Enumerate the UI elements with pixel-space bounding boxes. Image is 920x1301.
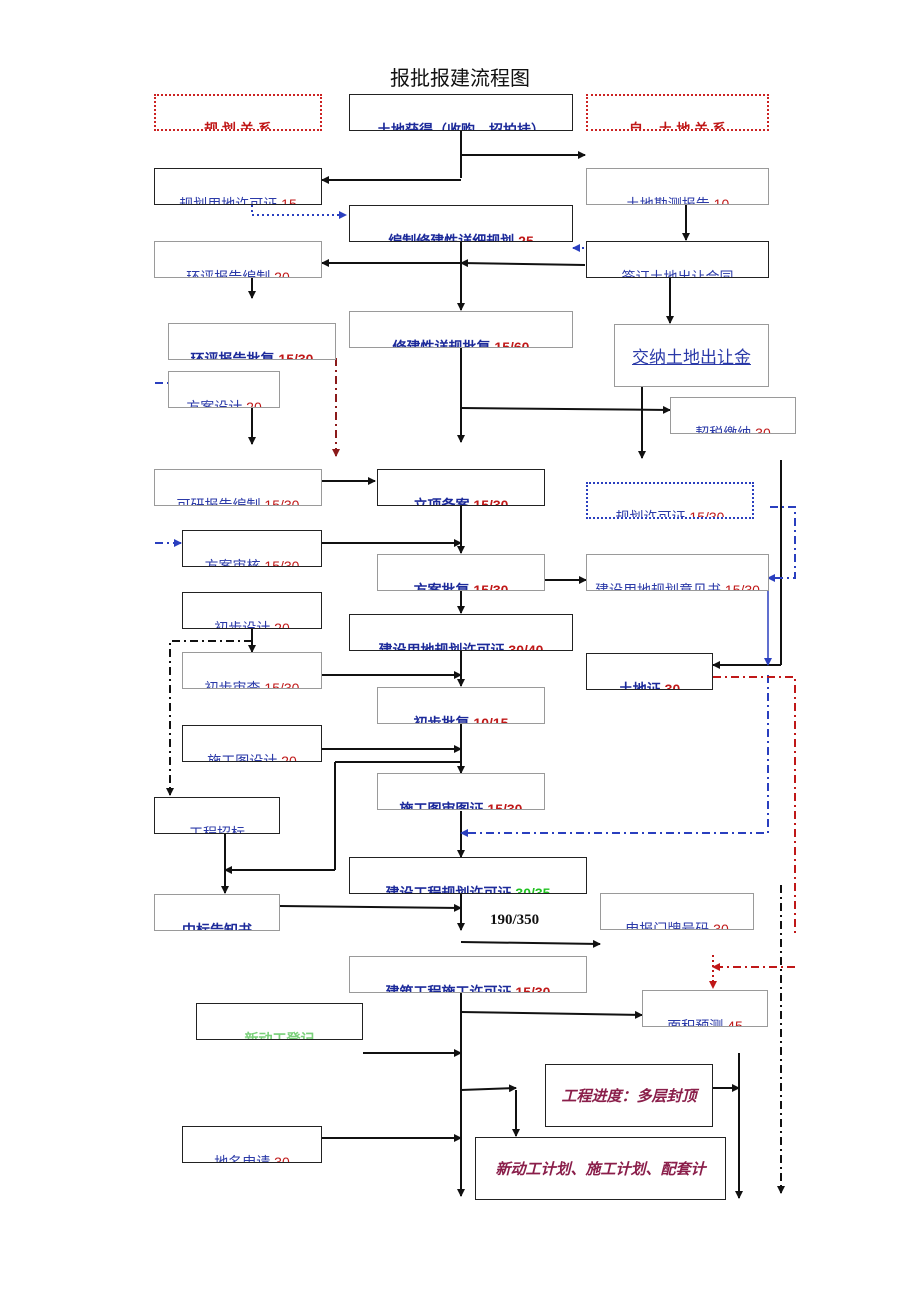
node-feasibility-report: 可研报告编制 15/30	[154, 469, 322, 506]
node-house-number: 申报门牌号码 30	[600, 893, 754, 930]
node-scheme-approval: 方案批复 15/30	[377, 554, 545, 591]
node-place-name-application: 地名申请 30	[182, 1126, 322, 1163]
node-land-relation: 自 ...土 地 关 系	[586, 94, 769, 131]
node-planning-permit: 规划许可证 15/30	[586, 482, 754, 519]
node-area-survey: 面积预测 45	[642, 990, 768, 1027]
node-eia-compilation: 环评报告编制 20	[154, 241, 322, 278]
node-project-tender: 工程招标	[154, 797, 280, 834]
node-scheme-review: 方案审核 15/30	[182, 530, 322, 567]
node-progress-topping: 工程进度：多层封顶	[545, 1064, 713, 1127]
node-eia-approval: 环评报告批复 15/30	[168, 323, 336, 360]
total-days: 190/350	[490, 912, 540, 928]
node-new-start-registration: 新动工登记	[196, 1003, 363, 1040]
node-land-transfer-fee: 交纳土地出让金	[614, 324, 769, 387]
node-land-acquisition: 土地获得（收购、招拍挂）	[349, 94, 573, 131]
node-land-contract: 签订土地出让合同	[586, 241, 769, 278]
node-scheme-design: 方案设计 20	[168, 371, 280, 408]
node-preliminary-design: 初步设计 20	[182, 592, 322, 629]
node-land-certificate: 土地证 30	[586, 653, 713, 690]
node-preliminary-review: 初步审查 15/30	[182, 652, 322, 689]
node-detailed-plan: 编制修建性详细规划 25	[349, 205, 573, 242]
node-planning-relation: 规 划 关 系	[154, 94, 322, 131]
node-drawing-review-cert: 施工图审图证 15/30	[377, 773, 545, 810]
node-land-planning-permit: 建设用地规划许可证 30/40	[349, 614, 573, 651]
page-title: 报批报建流程图	[390, 66, 530, 90]
node-construction-plans: 新动工计划、施工计划、配套计	[475, 1137, 726, 1200]
node-land-opinion: 建设用地规划意见书 15/30	[586, 554, 769, 591]
node-project-filing: 立项备案 15/30	[377, 469, 545, 506]
node-land-survey-report: 土地勘测报告 10	[586, 168, 769, 205]
node-planning-land-permit: 规划用地许可证 15	[154, 168, 322, 205]
node-construction-planning-permit: 建设工程规划许可证 30/35	[349, 857, 587, 894]
node-deed-tax: 契税缴纳 30	[670, 397, 796, 434]
node-bid-notice: 中标告知书	[154, 894, 280, 931]
node-detailed-plan-approval: 修建性详规批复 15/60	[349, 311, 573, 348]
node-construction-permit: 建筑工程施工许可证 15/30	[349, 956, 587, 993]
node-construction-drawing-design: 施工图设计 20	[182, 725, 322, 762]
node-preliminary-approval: 初步批复 10/15	[377, 687, 545, 724]
